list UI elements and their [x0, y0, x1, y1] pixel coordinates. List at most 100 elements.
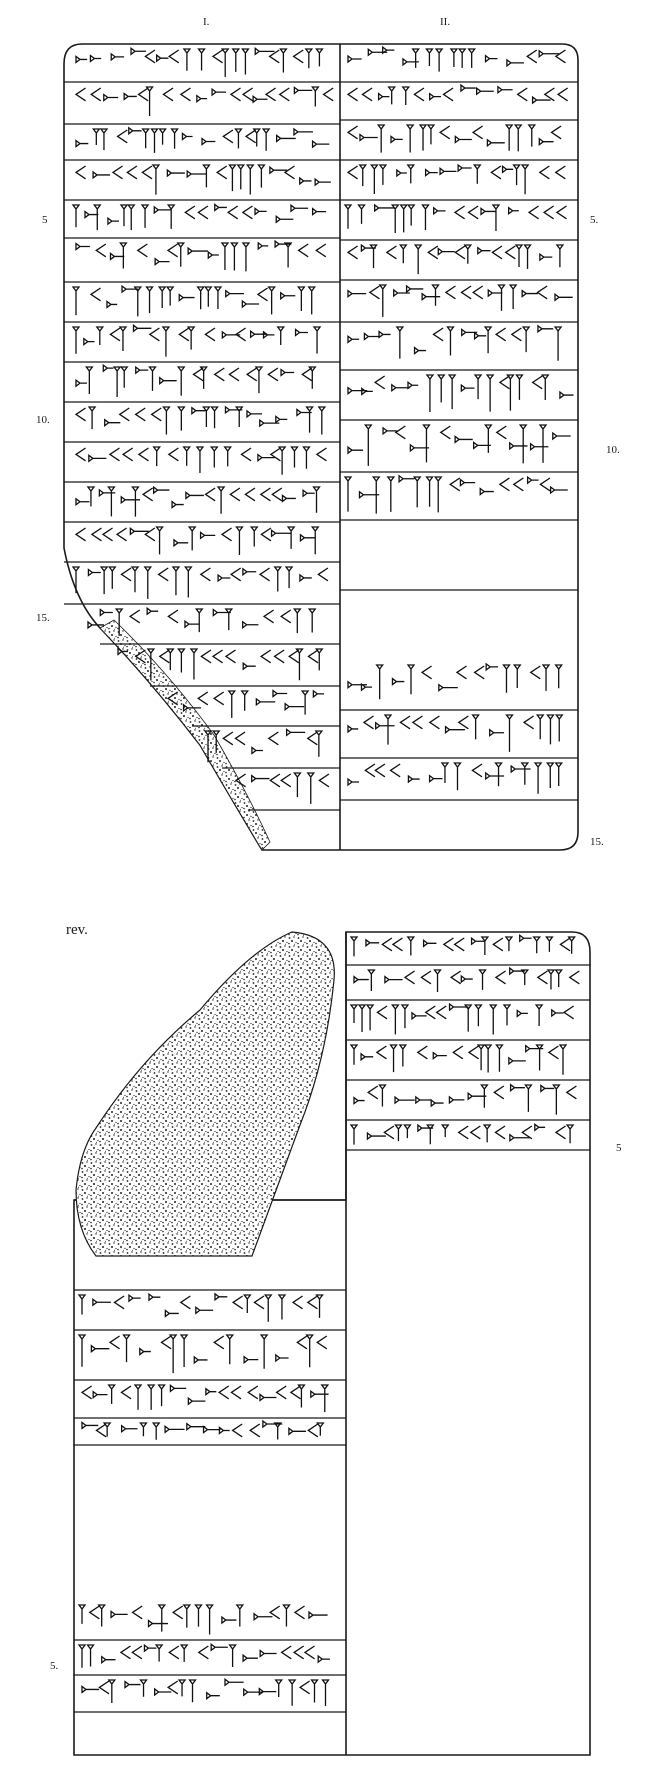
- wedge-mark: [241, 205, 253, 220]
- wedge-mark: [71, 326, 81, 354]
- wedge-mark: [226, 205, 239, 220]
- wedge-mark: [133, 286, 143, 317]
- wedge-mark: [102, 1422, 112, 1437]
- wedge-mark: [197, 691, 209, 706]
- wedge-mark: [540, 1084, 555, 1093]
- wedge-mark: [538, 165, 550, 180]
- wedge-mark: [366, 1131, 386, 1141]
- wedge-mark: [269, 773, 281, 788]
- wedge-mark: [467, 48, 476, 68]
- wedge-mark: [314, 177, 331, 187]
- wedge-mark: [378, 330, 391, 339]
- wedge-mark: [349, 936, 359, 957]
- wedge-mark: [156, 53, 169, 63]
- wedge-mark: [539, 252, 553, 262]
- wedge-mark: [177, 648, 186, 673]
- wedge-mark: [305, 406, 314, 433]
- wedge-mark: [440, 1124, 450, 1138]
- wedge-mark: [413, 244, 423, 275]
- wedge-mark: [217, 573, 231, 583]
- wedge-mark: [559, 937, 571, 952]
- wedge-mark: [384, 975, 403, 984]
- wedge-mark: [254, 366, 264, 394]
- wedge-mark: [452, 1045, 464, 1060]
- reverse-line-number-left-5: 5.: [50, 1660, 59, 1672]
- wedge-mark: [432, 327, 444, 342]
- wedge-mark: [181, 132, 193, 141]
- wedge-mark: [162, 406, 171, 435]
- wedge-mark: [274, 1679, 284, 1697]
- wedge-mark: [218, 1426, 230, 1435]
- wedge-mark: [166, 648, 175, 671]
- reverse-col2-rulings: [346, 964, 590, 1151]
- wedge-mark: [126, 204, 136, 230]
- wedge-mark: [98, 1680, 110, 1695]
- obverse-line-number-left-5: 5: [42, 214, 48, 226]
- wedge-mark: [87, 406, 97, 430]
- obverse-damage: [99, 619, 271, 851]
- wedge-mark: [197, 205, 209, 220]
- wedge-mark: [235, 1604, 245, 1627]
- wedge-mark: [214, 203, 227, 212]
- wedge-mark: [290, 446, 299, 468]
- wedge-mark: [212, 691, 225, 706]
- wedge-mark: [130, 566, 140, 593]
- wedge-mark: [407, 380, 419, 390]
- wedge-mark: [457, 48, 467, 68]
- wedge-mark: [549, 485, 568, 495]
- wedge-mark: [391, 937, 403, 952]
- wedge-mark: [426, 124, 436, 145]
- wedge-mark: [494, 762, 503, 787]
- wedge-mark: [186, 326, 196, 350]
- wedge-mark: [89, 54, 102, 63]
- wedge-mark: [518, 424, 528, 464]
- wedge-mark: [74, 527, 86, 542]
- wedge-mark: [302, 446, 311, 469]
- wedge-mark: [373, 375, 386, 390]
- wedge-mark: [498, 375, 510, 390]
- wedge-mark: [520, 762, 530, 785]
- wedge-mark: [484, 54, 498, 63]
- wedge-mark: [473, 331, 487, 341]
- wedge-mark: [502, 664, 511, 693]
- wedge-mark: [71, 204, 81, 228]
- wedge-mark: [307, 1423, 319, 1438]
- wedge-mark: [247, 1385, 259, 1400]
- wedge-mark: [347, 724, 359, 734]
- wedge-mark: [307, 649, 319, 664]
- wedge-mark: [542, 205, 554, 220]
- wedge-mark: [202, 164, 211, 188]
- wedge-mark: [390, 204, 400, 234]
- wedge-mark: [196, 94, 208, 103]
- wedge-mark: [357, 1004, 367, 1033]
- wedge-mark: [442, 937, 454, 952]
- wedge-mark: [400, 1004, 410, 1029]
- column-header-ii: II.: [440, 16, 451, 28]
- wedge-mark: [273, 1422, 282, 1440]
- wedge-mark: [302, 488, 315, 498]
- wedge-mark: [415, 1095, 432, 1105]
- wedge-mark: [154, 257, 170, 266]
- wedge-mark: [201, 137, 216, 146]
- wedge-mark: [270, 528, 292, 538]
- wedge-mark: [501, 165, 514, 174]
- wedge-mark: [494, 327, 507, 342]
- wedge-mark: [241, 242, 251, 272]
- wedge-mark: [401, 86, 411, 106]
- wedge-mark: [262, 330, 275, 340]
- wedge-mark: [432, 1051, 447, 1060]
- wedge-mark: [113, 1295, 125, 1310]
- wedge-mark: [243, 1687, 264, 1697]
- wedge-mark: [186, 1422, 206, 1431]
- wedge-mark: [347, 777, 360, 787]
- wedge-mark: [446, 326, 455, 356]
- wedge-mark: [361, 87, 373, 102]
- wedge-mark: [521, 326, 531, 353]
- wedge-mark: [312, 326, 322, 354]
- wedge-mark: [467, 1045, 479, 1060]
- wedge-mark: [526, 49, 538, 64]
- wedge-mark: [454, 435, 473, 444]
- wedge-mark: [281, 494, 296, 503]
- wedge-mark: [112, 366, 122, 397]
- wedge-mark: [191, 406, 206, 415]
